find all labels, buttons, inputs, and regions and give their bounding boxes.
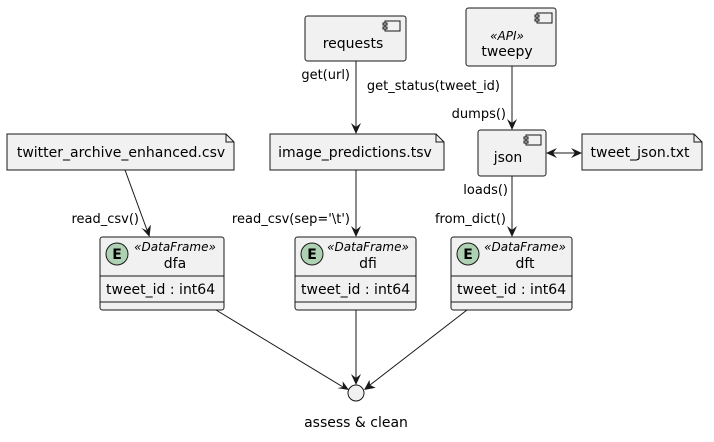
edge-source-label: get_status(tweet_id) [367,79,500,94]
entity-field: tweet_id : int64 [106,282,215,298]
file-name: tweet_json.txt [591,145,691,161]
entity-dfi[interactable]: E «DataFrame» dfi tweet_id : int64 [294,236,417,311]
entity-badge-icon: E [105,242,129,266]
edge-image-dfi: read_csv(sep='\t') [232,170,361,237]
entity-name: dft [515,256,535,272]
arrowhead-icon [546,148,557,158]
component-name: requests [323,36,384,52]
entity-dft[interactable]: E «DataFrame» dft tweet_id : int64 [450,236,573,311]
entity-name: dfa [164,256,186,272]
edge-json-tweetjson [546,148,582,158]
edge-label: read_csv(sep='\t') [232,212,350,227]
edge-requests-image: get(url) [301,61,361,134]
interface-assess-clean[interactable]: assess & clean [304,384,408,431]
edge-target-label: from_dict() [435,212,506,227]
entity-name: dfi [359,256,377,272]
entity-stereotype: «DataFrame» [134,240,216,254]
edge-json-dft: loads() from_dict() [435,176,517,237]
entity-badge-icon: E [456,242,480,266]
entity-field: tweet_id : int64 [301,282,410,298]
edge-tweepy-json: get_status(tweet_id) dumps() [367,66,517,130]
edge-dfi-assess [351,310,361,385]
arrowhead-icon [507,226,517,237]
interface-circle-icon [347,384,365,402]
component-tweepy[interactable]: «API» tweepy [465,7,557,67]
arrowhead-icon [351,374,361,385]
interface-name: assess & clean [304,415,408,431]
file-twitter-archive[interactable]: twitter_archive_enhanced.csv [6,133,235,171]
file-name: twitter_archive_enhanced.csv [17,145,225,161]
edge-target-label: dumps() [452,107,506,122]
entity-dfa[interactable]: E «DataFrame» dfa tweet_id : int64 [99,236,225,311]
component-json[interactable]: json [477,129,547,177]
arrowhead-icon [571,148,582,158]
edge-label: get(url) [301,68,350,83]
file-tweet-json[interactable]: tweet_json.txt [581,133,703,171]
component-requests[interactable]: requests [304,15,407,62]
arrowhead-icon [351,226,361,237]
edge-source-label: loads() [463,183,508,198]
file-name: image_predictions.tsv [278,145,432,161]
arrowhead-icon [507,119,517,130]
entity-badge-icon: E [300,242,324,266]
arrowhead-icon [364,379,376,390]
file-icon [269,133,445,171]
component-icon [382,20,401,32]
edge-dft-assess [364,309,468,390]
arrowhead-icon [351,123,361,134]
svg-text:E: E [112,247,122,263]
edge-dfa-assess [215,309,349,390]
entity-stereotype: «DataFrame» [327,240,409,254]
svg-text:E: E [463,247,473,263]
arrowhead-icon [337,381,349,390]
file-icon [581,133,703,171]
file-icon [6,133,235,171]
edge-archive-dfa: read_csv() [71,169,151,237]
file-image-predictions[interactable]: image_predictions.tsv [269,133,445,171]
component-stereotype: «API» [490,29,524,43]
entity-stereotype: «DataFrame» [484,240,566,254]
entity-field: tweet_id : int64 [457,282,566,298]
component-icon [534,12,553,24]
component-name: tweepy [481,44,532,60]
edge-label: read_csv() [71,212,139,227]
svg-text:E: E [307,247,317,263]
component-name: json [493,150,523,166]
arrowhead-icon [141,224,151,237]
component-icon [523,134,542,146]
